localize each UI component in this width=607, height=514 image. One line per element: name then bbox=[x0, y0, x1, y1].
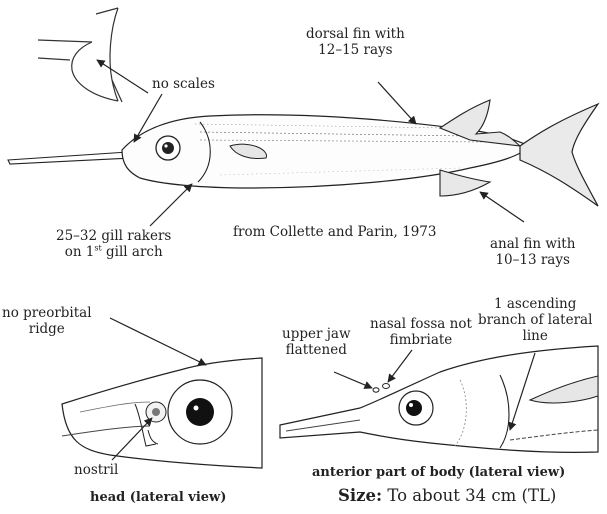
label-no-preorbital-ridge: no preorbital ridge bbox=[2, 305, 92, 337]
label-source: from Collette and Parin, 1973 bbox=[233, 224, 437, 240]
label-upper-jaw-line1: upper jaw bbox=[282, 326, 351, 342]
label-gill-rakers: 25–32 gill rakers on 1st gill arch bbox=[56, 228, 171, 260]
label-lateral-line-line3: line bbox=[478, 328, 592, 344]
head-lateral-drawing bbox=[62, 358, 262, 468]
caption-anterior-part: anterior part of body (lateral view) bbox=[312, 465, 565, 480]
label-gill-rakers-line1: 25–32 gill rakers bbox=[56, 228, 171, 244]
fish-drawing bbox=[8, 100, 598, 206]
label-lateral-line-line2: branch of lateral bbox=[478, 312, 592, 328]
anterior-body-drawing bbox=[280, 346, 598, 452]
label-dorsal-fin: dorsal fin with 12–15 rays bbox=[306, 26, 405, 58]
anal-fin bbox=[440, 170, 490, 196]
label-nostril: nostril bbox=[74, 462, 118, 478]
label-gill-rakers-superscript: st bbox=[94, 244, 101, 253]
label-nasal-fossa-line1: nasal fossa not bbox=[370, 316, 472, 332]
label-nasal-fossa-line2: fimbriate bbox=[370, 332, 472, 348]
label-gill-rakers-text-a: on 1 bbox=[65, 244, 95, 260]
label-no-preorbital-line1: no preorbital bbox=[2, 305, 92, 321]
label-lateral-line-line1: 1 ascending bbox=[478, 296, 592, 312]
label-anal-fin: anal fin with 10–13 rays bbox=[490, 236, 575, 268]
label-upper-jaw-line2: flattened bbox=[282, 342, 351, 358]
size-statement: Size: To about 34 cm (TL) bbox=[338, 486, 556, 505]
label-dorsal-fin-line2: 12–15 rays bbox=[306, 42, 405, 58]
label-anal-fin-line1: anal fin with bbox=[490, 236, 575, 252]
label-no-scales: no scales bbox=[152, 76, 215, 92]
label-no-preorbital-line2: ridge bbox=[2, 321, 92, 337]
label-gill-rakers-line2: on 1st gill arch bbox=[56, 244, 171, 260]
label-lateral-line: 1 ascending branch of lateral line bbox=[478, 296, 592, 344]
caudal-fin bbox=[520, 104, 598, 206]
size-value: To about 34 cm (TL) bbox=[382, 486, 556, 505]
label-dorsal-fin-line1: dorsal fin with bbox=[306, 26, 405, 42]
caption-head: head (lateral view) bbox=[90, 490, 226, 505]
label-nasal-fossa: nasal fossa not fimbriate bbox=[370, 316, 472, 348]
label-gill-rakers-text-b: gill arch bbox=[102, 244, 163, 260]
label-upper-jaw: upper jaw flattened bbox=[282, 326, 351, 358]
snout-detail-drawing bbox=[38, 8, 122, 102]
label-anal-fin-line2: 10–13 rays bbox=[490, 252, 575, 268]
size-label: Size: bbox=[338, 486, 382, 505]
